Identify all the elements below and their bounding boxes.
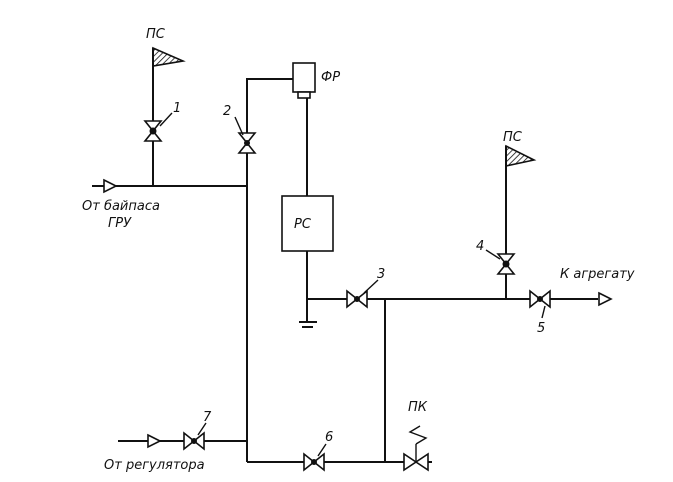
fr-device [292, 62, 316, 93]
valve-4-icon [496, 253, 516, 275]
valve-3-number: 3 [377, 267, 385, 282]
to-unit-label: К агрегату [560, 267, 635, 282]
valve-1-number: 1 [173, 101, 181, 116]
ps-top-label: ПС [146, 27, 166, 42]
valve-3-icon [346, 289, 368, 309]
valve-7-number: 7 [203, 410, 212, 425]
rs-device [281, 195, 334, 252]
valve-3-leader [363, 279, 379, 294]
ps-right-flag [505, 144, 537, 167]
valve-7-leader [197, 422, 207, 436]
ps-top-flag [152, 46, 186, 67]
valve-5-number: 5 [537, 321, 545, 336]
valve-2-leader [234, 116, 244, 136]
pk-safety-valve-icon [403, 425, 429, 472]
bypass-inlet-arrow [103, 178, 118, 194]
from-regulator-label: От регулятора [104, 458, 205, 473]
bypass-label-line2: ГРУ [108, 216, 132, 231]
valve-1-icon [143, 120, 163, 142]
valve-4-leader [485, 249, 501, 260]
valve-5-icon [529, 289, 551, 309]
valve-6-icon [303, 452, 325, 472]
fr-device-base [297, 91, 311, 99]
ps-right-label: ПС [503, 130, 523, 145]
pk-label: ПК [408, 400, 428, 415]
valve-2-icon [237, 132, 257, 154]
valve-7-icon [183, 431, 205, 451]
valve-4-number: 4 [476, 239, 484, 254]
valve-1-leader [159, 112, 173, 127]
valve-6-leader [317, 443, 327, 457]
fr-label: ФР [321, 70, 340, 85]
valve-6-number: 6 [325, 430, 333, 445]
to-unit-arrow [598, 291, 613, 307]
rs-label: РС [294, 217, 312, 232]
regulator-inlet-arrow [147, 433, 162, 449]
bypass-label-line1: От байпаса [82, 199, 160, 214]
valve-2-number: 2 [223, 104, 231, 119]
valve-5-leader [541, 305, 546, 319]
